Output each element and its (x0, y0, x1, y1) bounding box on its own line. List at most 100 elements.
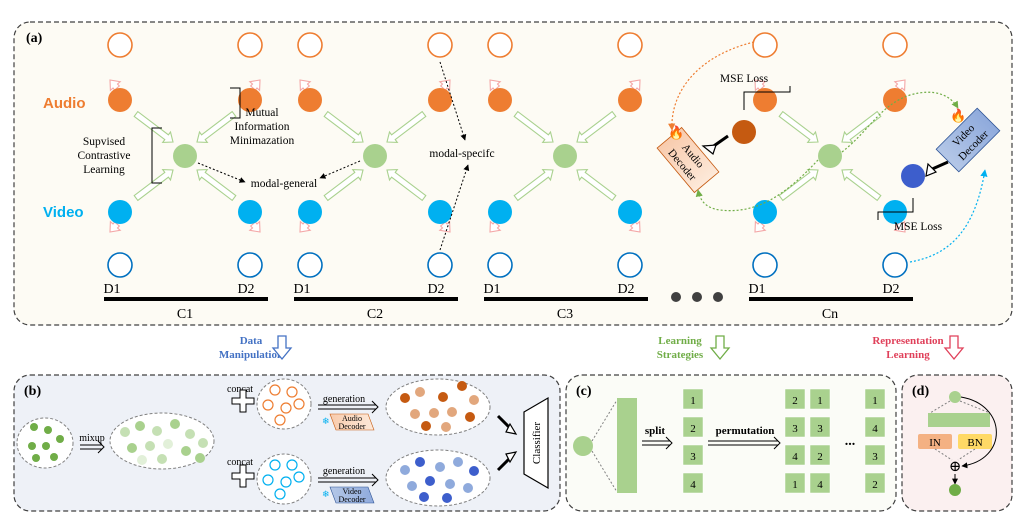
segment-label: 3 (690, 451, 696, 463)
segment-block (682, 444, 704, 466)
domain-label-d2: D2 (237, 282, 254, 297)
audio-feature-node (618, 88, 642, 112)
audio-input-node (617, 32, 643, 58)
representation-learning-label-2: Learning (886, 349, 930, 361)
audio-input-node (427, 32, 453, 58)
video-input-node (487, 252, 513, 278)
alignment-arrow (576, 169, 617, 202)
panel-d: (d) IN BN ⊕ (901, 374, 1013, 512)
mutual-info-label-1: Mutual (245, 107, 278, 119)
modal-general-arrow-right (319, 160, 361, 179)
modal-general-node (553, 144, 577, 168)
alignment-arrow (778, 169, 819, 202)
generation-top-label: generation (323, 394, 365, 405)
video-input-node (882, 252, 908, 278)
alignment-arrow (778, 110, 819, 143)
concat-bottom-label: concat (227, 457, 253, 468)
segment-label: 4 (690, 479, 696, 491)
alignment-arrow (133, 110, 174, 143)
permutation-label: permutation (716, 425, 775, 437)
segment-label: 3 (792, 423, 798, 435)
alignment-arrow (386, 110, 427, 143)
panel-d-tag: (d) (912, 384, 929, 399)
video-feature-node (753, 200, 777, 224)
video-feature-node (298, 200, 322, 224)
reconstruction-arrow (754, 220, 767, 233)
split-label: split (645, 425, 666, 437)
batch-norm-label: BN (967, 437, 982, 449)
split-arrow (642, 436, 673, 450)
video-decoder-box-b (329, 486, 375, 504)
alignment-arrow (323, 110, 364, 143)
alignment-arrow (133, 169, 174, 202)
audio-empty-points (262, 384, 305, 426)
arrow-head (505, 422, 518, 435)
client-baseline (749, 297, 913, 301)
audio-feature-node (108, 88, 132, 112)
permutation-arrow (708, 436, 781, 450)
video-input-node (107, 252, 133, 278)
segment-block (864, 416, 886, 438)
plus-icon (231, 389, 255, 413)
segment-block (682, 388, 704, 410)
audio-input-node (107, 32, 133, 58)
segment-label: 2 (872, 479, 878, 491)
segment-block (809, 388, 831, 410)
panel-c-tag: (c) (576, 384, 592, 399)
modal-general-node (173, 144, 197, 168)
mse-bottom-bracket (877, 198, 914, 220)
segment-label: 2 (792, 395, 798, 407)
reconstruction-arrow (438, 79, 451, 92)
mse-bottom-label: MSE Loss (894, 221, 943, 233)
segment-block (809, 472, 831, 494)
segment-label: 1 (690, 395, 696, 407)
panel-b: (b) mixup concat generation (13, 374, 561, 512)
video-feature-node (618, 200, 642, 224)
domain-label-d2: D2 (427, 282, 444, 297)
classifier-box (523, 396, 549, 490)
general-to-audio-decoder-arrow (695, 159, 819, 212)
mixup-label: mixup (79, 433, 105, 444)
video-generated-ellipse (385, 449, 491, 507)
audio-generated-points (400, 381, 479, 432)
segment-label: 4 (817, 479, 823, 491)
general-to-video-decoder-arrow (841, 91, 959, 153)
alignment-arrow (323, 169, 364, 202)
audio-feature-node (883, 88, 907, 112)
reconstruction-arrow (893, 79, 906, 92)
client-baseline (104, 297, 268, 301)
audio-feature-node (238, 88, 262, 112)
segment-block (682, 472, 704, 494)
mutual-info-bracket (230, 87, 241, 119)
video-feature-node (238, 200, 262, 224)
domain-label-d1: D1 (293, 282, 310, 297)
alignment-arrow (841, 169, 882, 202)
video-decoder-b-label-2: Decoder (338, 495, 365, 504)
segment-block (784, 444, 806, 466)
segment-label: 1 (817, 395, 823, 407)
feature-bar (617, 398, 637, 493)
video-decoder-output-head (925, 162, 938, 177)
audio-feature-node (488, 88, 512, 112)
learning-strategies-label-1: Learning (658, 335, 702, 347)
data-manipulation-label-2: Manipulation (219, 349, 283, 361)
client-baseline (294, 297, 458, 301)
projection-line (591, 399, 618, 442)
reconstruction-arrow (489, 220, 502, 233)
add-icon: ⊕ (949, 459, 962, 475)
video-decoder-b-label-1: Video (342, 487, 361, 496)
segment-block (864, 472, 886, 494)
video-input-node (237, 252, 263, 278)
projection-line (591, 450, 618, 493)
audio-input-node (882, 32, 908, 58)
reconstruction-arrow (109, 220, 122, 233)
video-input-node (297, 252, 323, 278)
reconstruction-arrow (628, 79, 641, 92)
panel-a-tag: (a) (26, 31, 43, 46)
video-feature-node (108, 200, 132, 224)
